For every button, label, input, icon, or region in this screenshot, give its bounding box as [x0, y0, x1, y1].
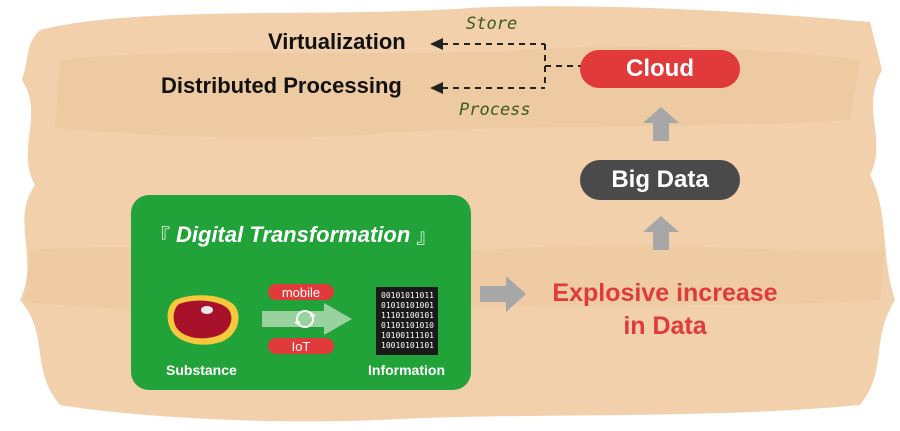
big-data-badge: Big Data [580, 160, 740, 200]
binary-line: 00101011011 [381, 291, 434, 300]
information-label: Information [368, 362, 445, 378]
binary-line: 01010101001 [381, 301, 434, 310]
up-arrow-icon [643, 107, 679, 141]
binary-line: 10010101101 [381, 341, 434, 350]
mobile-badge: mobile [268, 284, 334, 300]
virtualization-label: Virtualization [268, 29, 406, 54]
store-label: Store [466, 14, 518, 34]
process-label: Process [459, 100, 531, 120]
binary-line: 10100111101 [381, 331, 434, 340]
substance-label: Substance [166, 362, 237, 378]
up-arrow-icon [643, 216, 679, 250]
explosive-increase-text: Explosive increase in Data [520, 277, 810, 343]
iot-badge: IoT [268, 338, 334, 354]
cycle-arrows-icon [262, 303, 352, 335]
panel-title-row: 『 Digital Transformation 』 [150, 220, 436, 249]
meat-icon [167, 295, 239, 345]
open-bracket: 『 [150, 226, 170, 248]
explosive-line1: Explosive increase [552, 279, 778, 307]
panel-title: Digital Transformation [176, 221, 411, 247]
explosive-line2: in Data [623, 312, 707, 340]
binary-data-icon: 00101011011 01010101001 11101100101 0110… [376, 287, 438, 355]
distributed-processing-label: Distributed Processing [161, 73, 402, 98]
right-arrow-icon [480, 276, 526, 312]
binary-line: 11101100101 [381, 311, 434, 320]
close-bracket: 』 [416, 226, 437, 248]
binary-line: 01101101010 [381, 321, 434, 330]
cloud-badge: Cloud [580, 50, 740, 88]
